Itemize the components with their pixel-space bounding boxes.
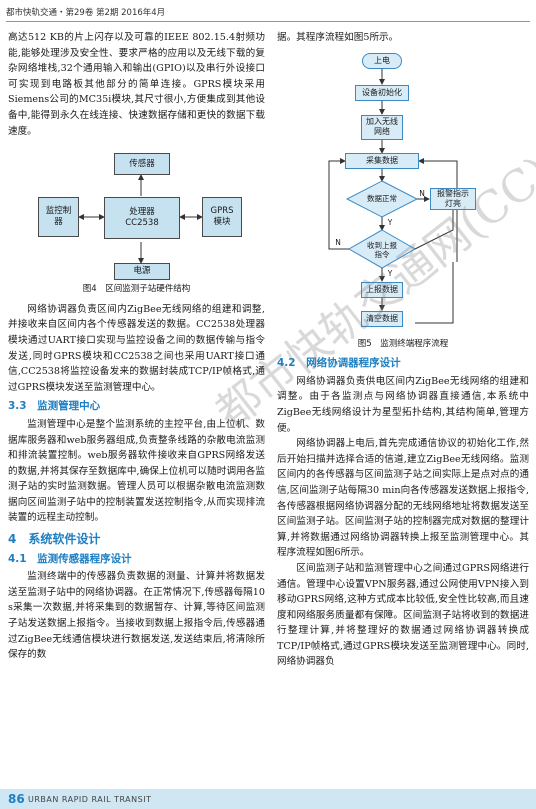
left-paragraph-4: 监测终端中的传感器负责数据的测量、计算并将数据发送至监测子站中的网络协调器。在正… [8, 571, 265, 661]
flow-report-data: 上报数据 [361, 281, 403, 298]
footer-band [0, 789, 536, 809]
right-paragraph-2: 网络协调器上电后,首先完成通信协议的初始化工作,然后开始扫描并选择合适的信道,建… [277, 438, 529, 559]
left-paragraph-3: 监测管理中心是整个监测系统的主控平台,由上位机、数据库服务器和web服务器组成,… [8, 418, 265, 524]
left-paragraph-2: 网络协调器负责区间内ZigBee无线网络的组建和调整,并接收来自区间内各个传感器… [8, 303, 265, 393]
flow-received-report: 收到上报 指令 [367, 240, 397, 259]
journal-name: URBAN RAPID RAIL TRANSIT [28, 795, 152, 804]
flow-label-y1: Y [387, 217, 393, 227]
right-paragraph-1: 网络协调器负责供电区间内ZigBee无线网络的组建和调整。由于各监测点与网络协调… [277, 375, 529, 434]
sensor-box: 传感器 [114, 153, 170, 176]
monitor-controller-box: 监控制 器 [38, 197, 79, 238]
flow-join-network: 加入无线 网络 [361, 114, 403, 140]
flow-alarm-light: 报警指示 灯亮 [430, 187, 476, 210]
flow-label-n2: N [335, 237, 341, 247]
gprs-module-box: GPRS 模块 [202, 197, 242, 238]
section-4-2-heading: 4.2 网络协调器程序设计 [277, 357, 401, 370]
flow-label-y2: Y [387, 268, 393, 278]
figure-4-caption: 图4 区间监测子站硬件结构 [82, 284, 191, 295]
header-rule [6, 21, 530, 22]
flow-clear-data: 清空数据 [361, 310, 403, 327]
right-paragraph-0: 据。其程序流程如图5所示。 [277, 32, 399, 43]
right-column: 据。其程序流程如图5所示。 [277, 30, 529, 670]
flow-collect-data: 采集数据 [345, 152, 419, 169]
power-box: 电源 [114, 263, 170, 281]
flow-data-normal: 数据正常 [367, 193, 397, 203]
left-paragraph-1: 高达512 KB的片上闪存以及可靠的IEEE 802.15.4射频功能,能够处理… [8, 32, 265, 137]
running-header: 都市快轨交通・第29卷 第2期 2016年4月 [6, 8, 166, 18]
processor-box: 处理器 CC2538 [104, 197, 180, 240]
section-3-3-heading: 3.3 监测管理中心 [8, 400, 101, 413]
figure-5-flowchart: 上电 设备初始化 加入无线 网络 采集数据 数据正常 报警指示 灯亮 收到上报 … [277, 50, 529, 335]
flow-init: 设备初始化 [355, 84, 409, 101]
figure-5-caption: 图5 监测终端程序流程 [357, 338, 449, 349]
flow-label-n1: N [419, 188, 425, 198]
right-paragraph-3: 区间监测子站和监测管理中心之间通过GPRS网络进行通信。管理中心设置VPN服务器… [277, 562, 529, 668]
flow-power-on: 上电 [362, 52, 402, 69]
left-column: 高达512 KB的片上闪存以及可靠的IEEE 802.15.4射频功能,能够处理… [8, 30, 265, 663]
figure-4-connectors [78, 174, 203, 265]
section-4-1-heading: 4.1 监测传感器程序设计 [8, 552, 132, 565]
page-number: 86 [8, 792, 25, 806]
figure-4-hardware-diagram: 传感器 监控制 器 处理器 CC2538 GPRS 模块 电源 [8, 145, 265, 281]
figure-5-connectors [328, 68, 458, 324]
section-4-heading: 4 系统软件设计 [8, 532, 101, 547]
